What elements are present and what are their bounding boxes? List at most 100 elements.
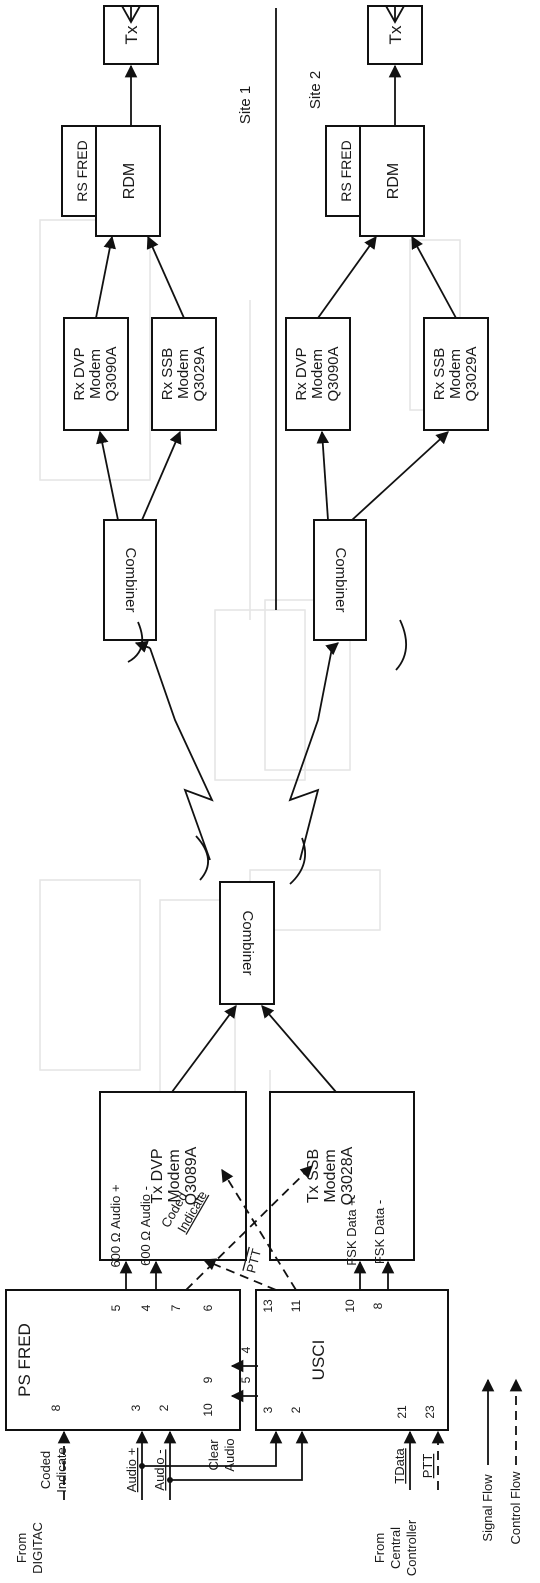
usci-pin-13: 13 <box>261 1299 275 1313</box>
site2-rdm-label: RDM <box>385 163 402 199</box>
ptt-in-label: PTT <box>420 1454 435 1479</box>
clear-audio-label-line1: Clear <box>206 1439 221 1471</box>
clear-audio-label-line2: Audio <box>222 1438 237 1471</box>
site2-rxdvp-to-rdm-arrow <box>317 235 377 319</box>
ps-fred-label: PS FRED <box>15 1323 34 1397</box>
radio-link-site1 <box>127 621 214 881</box>
ps-fred-pin-5: 5 <box>109 1304 123 1311</box>
usci-pin-23: 23 <box>423 1405 437 1419</box>
ps-fred-pin-2: 2 <box>157 1404 171 1411</box>
coded-indicate-in-line2: Indicate <box>54 1447 69 1493</box>
usci-pin-3: 3 <box>261 1406 275 1413</box>
site1-rx-dvp-modem: Rx DVP Modem Q3090A <box>63 317 129 431</box>
audio600-plus-label: 600 Ω Audio + <box>108 1184 123 1267</box>
site2-rx-dvp-modem: Rx DVP Modem Q3090A <box>285 317 351 431</box>
coded-indicate-in-line1: Coded <box>38 1451 53 1489</box>
site1-rx-ssb-line3: Q3029A <box>191 346 208 401</box>
site1-rxdvp-to-rdm-arrow <box>95 235 116 319</box>
usci-label: USCI <box>309 1340 328 1381</box>
site1-rx-ssb-line1: Rx SSB <box>159 348 176 401</box>
site2-combiner: Combiner <box>313 519 367 641</box>
site1-antenna-icon <box>120 5 142 24</box>
from-digitac-line1: From <box>14 1533 29 1563</box>
site1-rdm-label: RDM <box>121 163 138 199</box>
usci-pin-21: 21 <box>395 1405 409 1419</box>
tx-dvp-line1: Tx DVP <box>149 1148 166 1203</box>
ps-fred-block: PS FRED 8 3 2 10 9 5 4 7 6 <box>5 1289 241 1431</box>
site1-rx-dvp-line3: Q3090A <box>103 346 120 401</box>
ps-fred-pin-7: 7 <box>169 1304 183 1311</box>
site1-rdm: RDM <box>95 125 161 237</box>
site1-rxssb-to-rdm-arrow <box>146 235 185 319</box>
tx-ssb-line3: Q3028A <box>339 1146 356 1205</box>
fsk-plus-label: FSK Data + <box>344 1198 359 1266</box>
from-digitac-line2: DIGITAC <box>30 1522 45 1574</box>
tx-ssb-line2: Modem <box>322 1149 339 1202</box>
audio600-minus-label: 600 Ω Audio - <box>138 1186 153 1266</box>
tx-combiner: Combiner <box>219 881 275 1005</box>
ptt-dvp-line <box>202 1258 277 1291</box>
tx-combiner-label: Combiner <box>239 910 256 975</box>
audio-plus-in-label: Audio + <box>124 1448 139 1492</box>
ps-fred-pin-9: 9 <box>201 1376 215 1383</box>
usci-pin-5: 5 <box>239 1376 253 1383</box>
usci-block: USCI 3 2 5 4 13 11 10 8 21 23 <box>239 1289 449 1431</box>
site1-rs-fred-label: RS FRED <box>74 140 90 201</box>
usci-pin-2: 2 <box>289 1406 303 1413</box>
legend-signal-label: Signal Flow <box>480 1474 495 1542</box>
site1-label: Site 1 <box>237 86 254 124</box>
site2-tx-label: Tx <box>386 25 405 44</box>
site2-combiner-to-rxdvp-arrow <box>316 430 330 521</box>
tx-dvp-line2: Modem <box>166 1149 183 1202</box>
fsk-minus-label: FSK Data - <box>372 1200 387 1264</box>
tx-dvp-line3: Q3089A <box>183 1146 200 1205</box>
from-central-line1: From <box>372 1533 387 1563</box>
ps-fred-pin-10: 10 <box>201 1403 215 1417</box>
site2-rx-dvp-line2: Modem <box>309 349 326 399</box>
site2-combiner-to-rxssb-arrow <box>351 431 449 521</box>
site2-rdm: RDM <box>359 125 425 237</box>
from-central-line3: Controller <box>404 1519 419 1576</box>
ps-fred-pin-4: 4 <box>139 1304 153 1311</box>
audio-minus-in-label: Audio - <box>152 1449 167 1490</box>
audio-plus-branch-line <box>142 1430 283 1467</box>
site1-combiner-to-rxssb-arrow <box>141 430 182 521</box>
site1-tx-label: Tx <box>122 25 141 44</box>
usci-pin-4: 4 <box>239 1346 253 1353</box>
tdata-in-label: TData <box>392 1448 407 1484</box>
from-central-line2: Central <box>388 1527 403 1569</box>
site1-rx-dvp-line2: Modem <box>87 349 104 399</box>
site2-label: Site 2 <box>307 71 324 109</box>
txssb-to-combiner-arrow <box>261 1005 337 1093</box>
audio-minus-branch-line <box>170 1430 309 1481</box>
site1-combiner: Combiner <box>103 519 157 641</box>
ptt-label: PTT <box>243 1247 264 1275</box>
usci-pin-8: 8 <box>371 1302 385 1309</box>
site1-rx-ssb-modem: Rx SSB Modem Q3029A <box>151 317 217 431</box>
site2-antenna-icon <box>384 5 406 24</box>
site2-rx-ssb-line3: Q3029A <box>463 346 480 401</box>
site2-combiner-label: Combiner <box>332 547 349 612</box>
usci-pin-11: 11 <box>289 1299 303 1312</box>
site1-combiner-label: Combiner <box>122 547 139 612</box>
radio-link-site2 <box>288 619 407 885</box>
site1-combiner-to-rxdvp-arrow <box>96 430 119 521</box>
site1-rx-dvp-line1: Rx DVP <box>71 347 88 400</box>
site2-rs-fred-label: RS FRED <box>338 140 354 201</box>
tx-ssb-modem: Tx SSB Modem Q3028A <box>269 1091 415 1261</box>
site2-rx-dvp-line1: Rx DVP <box>293 347 310 400</box>
usci-pin-10: 10 <box>343 1299 357 1313</box>
ps-fred-pin-8: 8 <box>49 1404 63 1411</box>
site2-rxssb-to-rdm-arrow <box>411 235 457 319</box>
site2-rx-ssb-modem: Rx SSB Modem Q3029A <box>423 317 489 431</box>
ptt-cross-line <box>221 1168 297 1291</box>
site1-rx-ssb-line2: Modem <box>175 349 192 399</box>
legend-control-label: Control Flow <box>508 1471 523 1545</box>
tx-ssb-line1: Tx SSB <box>305 1149 322 1203</box>
legend: Signal Flow Control Flow <box>480 1378 523 1545</box>
site2-rx-ssb-line2: Modem <box>447 349 464 399</box>
ps-fred-pin-6: 6 <box>201 1304 215 1311</box>
site2-rx-ssb-line1: Rx SSB <box>431 348 448 401</box>
site2-rx-dvp-line3: Q3090A <box>325 346 342 401</box>
